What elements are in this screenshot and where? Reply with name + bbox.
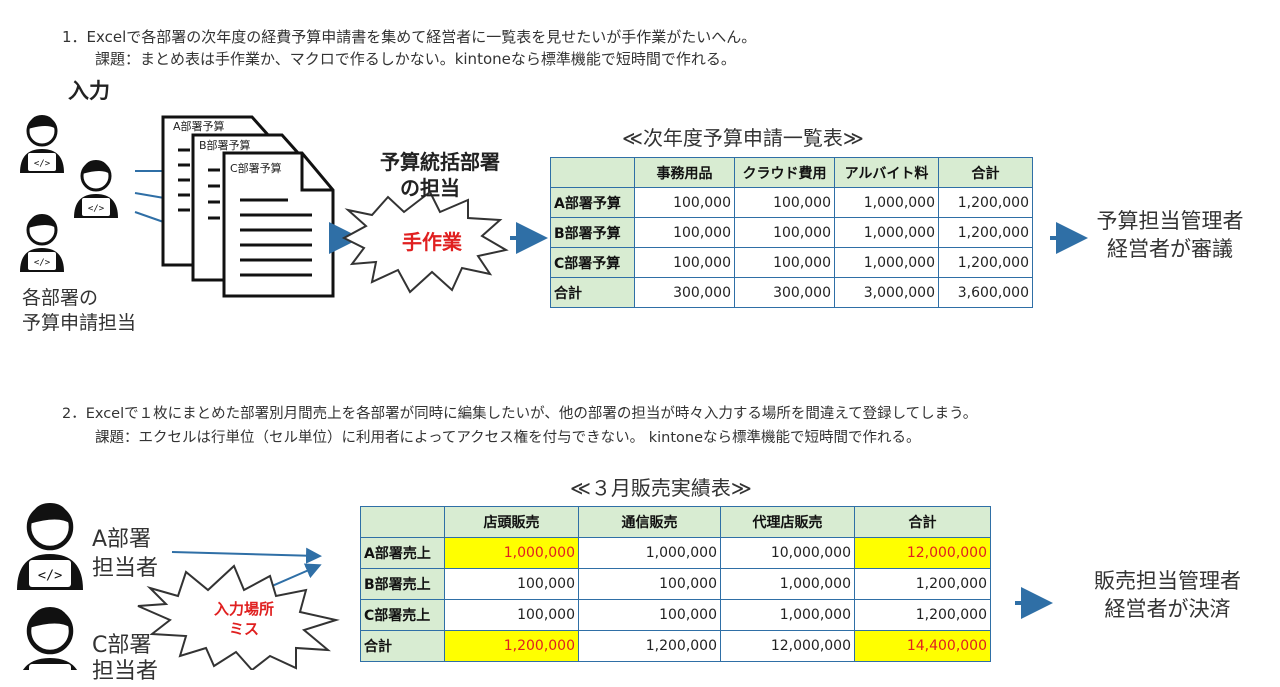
row-header: B部署売上	[360, 568, 445, 600]
table-cell: 300,000	[634, 277, 735, 308]
table-cell: 100,000	[734, 247, 835, 278]
approver-label-line2: 経営者が決済	[1104, 597, 1231, 621]
table-header: 合計	[854, 506, 991, 538]
person-a-label-line1: A部署	[92, 527, 152, 552]
person-icon	[72, 158, 120, 220]
table-cell: 100,000	[734, 187, 835, 218]
row-header: A部署予算	[550, 187, 635, 218]
table-cell: 100,000	[634, 247, 735, 278]
burst2-label-line1: 入力場所	[213, 600, 274, 618]
table-cell: 1,200,000	[578, 630, 721, 662]
row-header: 合計	[360, 630, 445, 662]
row-header: B部署予算	[550, 217, 635, 248]
burst-label: 手作業	[402, 230, 462, 254]
table-cell: 100,000	[634, 217, 735, 248]
table2-title: ≪３月販売実績表≫	[570, 476, 752, 500]
input-label: 入力	[68, 79, 110, 103]
table-header-row: 事務用品 クラウド費用 アルバイト料 合計	[550, 157, 1033, 188]
section2-description: 2．Excelで１枚にまとめた部署別月間売上を各部署が同時に編集したいが、他の部…	[62, 406, 978, 422]
table-cell: 100,000	[444, 599, 579, 631]
person-icon	[18, 113, 66, 175]
row-header: C部署予算	[550, 247, 635, 278]
section2-issue: 課題：エクセルは行単位（セル単位）に利用者によってアクセス権を付与できない。 k…	[95, 430, 921, 446]
table-header: 代理店販売	[720, 506, 855, 538]
flow-arrow	[171, 547, 322, 564]
table-row: C部署売上 100,000 100,000 1,000,000 1,200,00…	[360, 599, 991, 631]
person-icon	[18, 212, 66, 274]
table-cell: 1,200,000	[938, 187, 1033, 218]
table-cell: 12,000,000	[854, 537, 991, 569]
people-label-line2: 予算申請担当	[22, 312, 137, 334]
table-header: 店頭販売	[444, 506, 579, 538]
table-cell: 3,600,000	[938, 277, 1033, 308]
table-cell: 1,000,000	[834, 187, 939, 218]
burst2-label-line2: ミス	[228, 620, 259, 638]
approver-label-line1: 販売担当管理者	[1094, 569, 1241, 593]
table-cell: 100,000	[578, 599, 721, 631]
table-row: 合計 1,200,000 1,200,000 12,000,000 14,400…	[360, 630, 991, 662]
doc-label-b: B部署予算	[199, 139, 251, 152]
doc-label-c: C部署予算	[230, 162, 282, 175]
person-c-label-line1: C部署	[92, 633, 152, 658]
row-header: A部署売上	[360, 537, 445, 569]
table-cell: 1,200,000	[938, 247, 1033, 278]
table-row: 合計 300,000 300,000 3,000,000 3,600,000	[550, 277, 1033, 308]
doc-label-a: A部署予算	[173, 120, 225, 133]
central-title-line2: の担当	[400, 176, 460, 200]
diagram-graphics: </>	[0, 113, 1088, 670]
person-c-label-line2: 担当者	[92, 659, 159, 684]
table-row: B部署予算 100,000 100,000 1,000,000 1,200,00…	[550, 217, 1033, 248]
person-a-label-line2: 担当者	[92, 556, 159, 581]
table-cell: 1,000,000	[444, 537, 579, 569]
people-label-line1: 各部署の	[22, 287, 99, 309]
burst-shape	[137, 564, 340, 670]
table-row: C部署予算 100,000 100,000 1,000,000 1,200,00…	[550, 247, 1033, 278]
table-cell: 10,000,000	[720, 537, 855, 569]
budget-table: 事務用品 クラウド費用 アルバイト料 合計 A部署予算 100,000 100,…	[550, 157, 1033, 308]
table-cell: 14,400,000	[854, 630, 991, 662]
table-cell: 1,200,000	[854, 568, 991, 600]
row-header: 合計	[550, 277, 635, 308]
table-header-row: 店頭販売 通信販売 代理店販売 合計	[360, 506, 991, 538]
table-cell: 100,000	[444, 568, 579, 600]
person-a-icon	[17, 503, 83, 590]
table-cell: 1,200,000	[854, 599, 991, 631]
table-row: B部署売上 100,000 100,000 1,000,000 1,200,00…	[360, 568, 991, 600]
section1-issue: 課題：まとめ表は手作業か、マクロで作るしかない。kintoneなら標準機能で短時…	[95, 50, 736, 68]
table-header: 合計	[938, 157, 1033, 188]
person-c-icon	[17, 607, 83, 670]
section1-description: 1．Excelで各部署の次年度の経費予算申請書を集めて経営者に一覧表を見せたいが…	[62, 28, 757, 46]
reviewer-label-line2: 経営者が審議	[1107, 237, 1233, 261]
table-cell: 100,000	[634, 187, 735, 218]
table-cell: 1,200,000	[444, 630, 579, 662]
table-cell: 300,000	[734, 277, 835, 308]
row-header: C部署売上	[360, 599, 445, 631]
document-c-icon	[222, 151, 335, 298]
table-cell: 3,000,000	[834, 277, 939, 308]
table-row: A部署売上 1,000,000 1,000,000 10,000,000 12,…	[360, 537, 991, 569]
table1-title: ≪次年度予算申請一覧表≫	[622, 126, 864, 150]
table-header: アルバイト料	[834, 157, 939, 188]
table-cell: 1,000,000	[834, 247, 939, 278]
table-cell: 1,000,000	[834, 217, 939, 248]
table-cell: 12,000,000	[720, 630, 855, 662]
burst-shape	[341, 190, 509, 294]
table-cell: 100,000	[578, 568, 721, 600]
central-title-line1: 予算統括部署	[380, 150, 500, 174]
table-header	[550, 157, 635, 188]
table-header: クラウド費用	[734, 157, 835, 188]
sales-table: 店頭販売 通信販売 代理店販売 合計 A部署売上 1,000,000 1,000…	[360, 506, 991, 662]
table-header	[360, 506, 445, 538]
table-cell: 100,000	[734, 217, 835, 248]
table-cell: 1,000,000	[720, 568, 855, 600]
table-header: 事務用品	[634, 157, 735, 188]
reviewer-label-line1: 予算担当管理者	[1096, 209, 1244, 233]
table-row: A部署予算 100,000 100,000 1,000,000 1,200,00…	[550, 187, 1033, 218]
table-cell: 1,200,000	[938, 217, 1033, 248]
table-cell: 1,000,000	[578, 537, 721, 569]
table-cell: 1,000,000	[720, 599, 855, 631]
table-header: 通信販売	[578, 506, 721, 538]
